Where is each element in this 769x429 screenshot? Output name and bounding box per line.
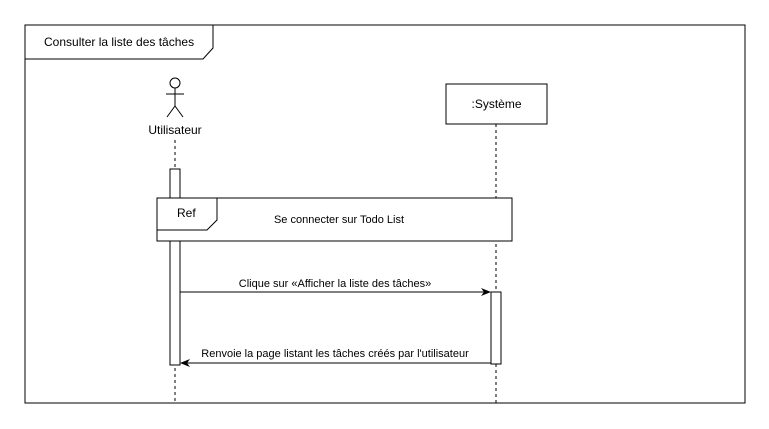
user-activation-bar <box>169 168 181 366</box>
request-message-label: Clique sur «Afficher la liste des tâches… <box>239 278 431 290</box>
ref-tag: Ref <box>177 206 196 220</box>
frame-title: Consulter la liste des tâches <box>44 35 194 49</box>
system-box <box>445 83 548 125</box>
user-actor-label: Utilisateur <box>148 123 201 137</box>
system-activation-bar <box>490 291 502 365</box>
user-actor-icon <box>166 77 184 118</box>
reply-message-label: Renvoie la page listant les tâches créés… <box>201 348 469 360</box>
ref-tag-box <box>156 197 218 231</box>
system-label: :Système <box>471 97 521 111</box>
frame-title-tab <box>24 24 214 60</box>
ref-text: Se connecter sur Todo List <box>274 214 404 226</box>
